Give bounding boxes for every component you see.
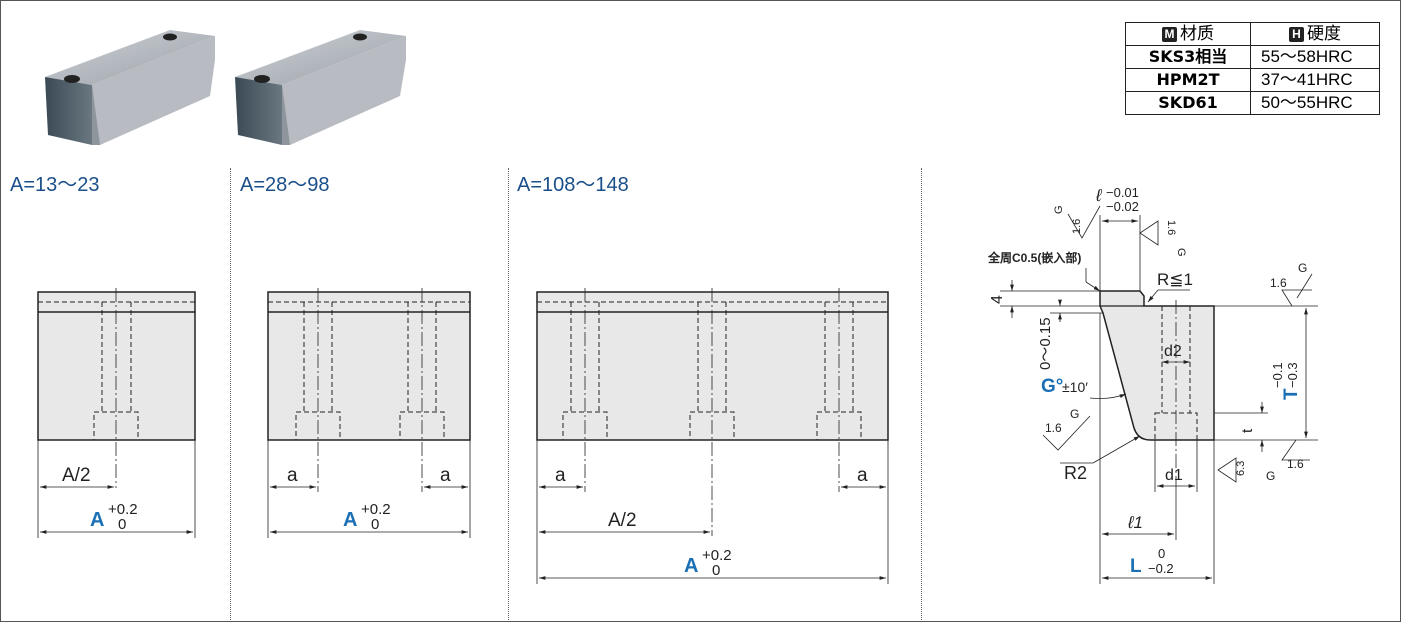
dim-four: 4 bbox=[989, 295, 1006, 304]
dim-A: A bbox=[684, 555, 698, 577]
dim-A-tol-zero: 0 bbox=[371, 516, 379, 533]
view-small bbox=[37, 288, 196, 538]
table-row: SKD61 50～55HRC bbox=[1125, 91, 1380, 115]
roughness-value: 1.6 bbox=[1045, 421, 1062, 435]
section-divider-3 bbox=[921, 168, 922, 620]
dim-half-a: A/2 bbox=[608, 510, 637, 531]
dim-T-tol-top: −0.1 bbox=[1270, 362, 1285, 388]
roughness-grade: G bbox=[1175, 248, 1187, 257]
dim-L: L bbox=[1130, 556, 1142, 577]
chamfer-note: 全周C0.5(嵌入部) bbox=[987, 250, 1081, 265]
dim-G-tol: ±10′ bbox=[1062, 379, 1088, 395]
material-icon: M bbox=[1162, 27, 1177, 43]
dim-L-tol-bot: −0.2 bbox=[1148, 561, 1174, 576]
block-photo-2 bbox=[235, 30, 406, 145]
section-title-1: A=13～23 bbox=[10, 174, 100, 196]
dim-A-tol-plus: +0.2 bbox=[702, 547, 732, 564]
dim-A-tol-zero: 0 bbox=[118, 516, 126, 533]
roughness-value: 1.6 bbox=[1287, 457, 1304, 471]
side-section-view bbox=[1000, 205, 1318, 584]
dim-l1: ℓ1 bbox=[1127, 513, 1143, 532]
roughness-value: 1.6 bbox=[1270, 276, 1287, 290]
roughness-value: 1.6 bbox=[1165, 220, 1177, 235]
dim-a-left: a bbox=[555, 465, 566, 486]
dim-L-tol-top: 0 bbox=[1158, 546, 1165, 561]
dim-R2: R2 bbox=[1064, 463, 1087, 483]
view-medium bbox=[267, 288, 471, 538]
section-title-2: A=28～98 bbox=[240, 174, 330, 196]
dim-A: A bbox=[343, 509, 357, 531]
block-photo-1 bbox=[45, 30, 215, 145]
roughness-grade: G bbox=[1053, 205, 1065, 214]
roughness-grade: G bbox=[1070, 407, 1079, 421]
dim-l: ℓ bbox=[1095, 186, 1102, 205]
roughness-value: 6.3 bbox=[1235, 461, 1247, 476]
dim-a-right: a bbox=[440, 465, 451, 486]
dim-d2: d2 bbox=[1164, 343, 1182, 360]
dim-d1: d1 bbox=[1165, 467, 1183, 484]
roughness-value: 1.6 bbox=[1071, 219, 1083, 234]
dim-a-left: a bbox=[287, 465, 298, 486]
section-divider-2 bbox=[508, 168, 509, 620]
dim-half-a: A/2 bbox=[62, 465, 91, 486]
dim-zero-015: 0～0.15 bbox=[1037, 317, 1054, 370]
dim-G-angle: G° bbox=[1041, 376, 1063, 397]
dim-a-right: a bbox=[857, 465, 868, 486]
dim-A-tol-plus: +0.2 bbox=[361, 501, 391, 518]
dim-l-tol-top: −0.01 bbox=[1106, 185, 1139, 200]
section-divider-1 bbox=[230, 168, 231, 620]
dim-T-tol-bot: −0.3 bbox=[1285, 362, 1300, 388]
roughness-grade: G bbox=[1298, 261, 1307, 275]
dim-A: A bbox=[90, 509, 104, 531]
dim-A-tol-plus: +0.2 bbox=[108, 501, 138, 518]
radius-note: R≦1 bbox=[1157, 270, 1193, 289]
hardness-icon: H bbox=[1289, 27, 1304, 43]
dim-T: T bbox=[1281, 388, 1302, 400]
roughness-grade: G bbox=[1266, 469, 1275, 483]
view-large bbox=[536, 288, 889, 584]
dim-A-tol-zero: 0 bbox=[712, 562, 720, 579]
dim-t: t bbox=[1239, 428, 1256, 433]
section-title-3: A=108～148 bbox=[517, 174, 629, 196]
dim-l-tol-bot: −0.02 bbox=[1106, 199, 1139, 214]
